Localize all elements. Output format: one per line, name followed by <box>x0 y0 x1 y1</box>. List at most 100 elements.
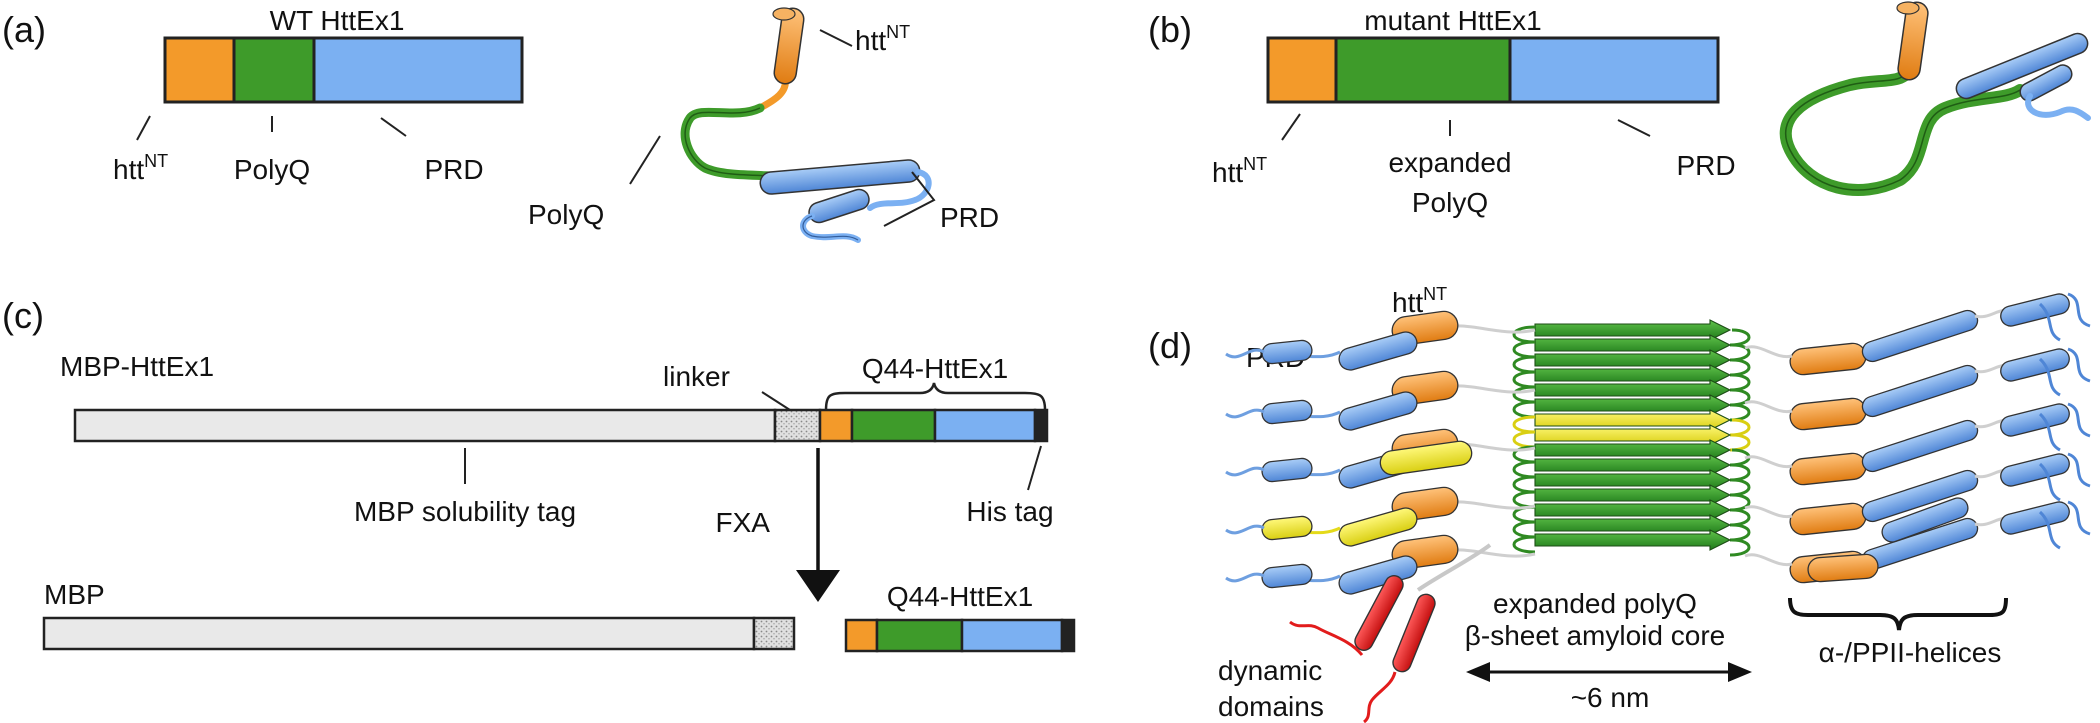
beta-turn <box>1512 340 1536 359</box>
coil <box>1225 348 1265 359</box>
beta-turn <box>1512 415 1536 434</box>
prd-helix <box>1881 497 1969 543</box>
panel-b-letter: (b) <box>1148 9 1192 50</box>
prd-helix <box>1261 563 1313 589</box>
coil <box>1225 466 1265 477</box>
width-label: ~6 nm <box>1571 682 1650 713</box>
q44-label: Q44-HttEx1 <box>862 353 1008 384</box>
core-label-line2: β-sheet amyloid core <box>1465 620 1725 651</box>
beta-strand <box>1534 514 1732 536</box>
httnt-helix <box>1789 342 1867 376</box>
panel-b-title: mutant HttEx1 <box>1364 5 1541 36</box>
beta-strand <box>1534 409 1732 431</box>
beta-strand <box>1534 454 1732 476</box>
panel-d: (d) httNT PRD dynamic domains expanded p… <box>1148 284 2091 723</box>
dynamic-label-line2: domains <box>1218 691 1324 722</box>
coil <box>1744 455 1793 469</box>
coil <box>2038 302 2061 342</box>
helices-label: α-/PPII-helices <box>1819 637 2002 668</box>
prd-segment <box>1508 36 1720 104</box>
coil <box>1744 505 1793 519</box>
coil <box>1744 345 1793 359</box>
coil <box>1744 553 1793 567</box>
construct-label: MBP-HttEx1 <box>60 351 214 382</box>
panel-b: (b) mutant HttEx1 httNT expanded PolyQ P… <box>1148 1 2091 218</box>
coil <box>2067 452 2091 488</box>
protease-label: FXA <box>716 507 771 538</box>
beta-strand <box>1534 529 1732 551</box>
panel-a-title: WT HttEx1 <box>270 5 405 36</box>
coil <box>2067 347 2091 383</box>
polyq-label-line2: PolyQ <box>1412 187 1488 218</box>
beta-strand <box>1534 319 1732 341</box>
mbp-httex1-construct <box>73 408 1049 443</box>
polyq-segment <box>850 408 937 443</box>
coil <box>2067 402 2091 438</box>
coil <box>1225 524 1265 535</box>
q44-product-label: Q44-HttEx1 <box>887 581 1033 612</box>
mutant-domain-bar <box>1266 36 1720 104</box>
coil <box>2038 357 2061 397</box>
beta-strand <box>1534 394 1732 416</box>
leader-line <box>136 115 151 141</box>
beta-strand <box>1534 484 1732 506</box>
width-arrowhead-left <box>1466 662 1490 682</box>
httnt-helix <box>1807 553 1879 583</box>
prd-helix <box>759 159 921 195</box>
httnt-label: httNT <box>1392 284 1447 318</box>
httnt-helix <box>773 7 805 85</box>
prd-helix <box>1261 457 1313 483</box>
prd-helix <box>1955 32 2089 100</box>
prd-segment <box>312 36 524 104</box>
prd-helix <box>1261 399 1313 425</box>
prd-label: PRD <box>424 154 483 185</box>
beta-turn <box>1512 475 1536 494</box>
mbp-tag-label: MBP solubility tag <box>354 496 576 527</box>
prd-helix <box>1338 391 1418 431</box>
q44-product <box>844 618 1076 653</box>
coil <box>2067 500 2091 536</box>
beta-strand <box>1534 349 1732 371</box>
prd-helix <box>1338 507 1418 547</box>
mbp-product <box>42 616 796 651</box>
beta-turn <box>1729 328 1751 347</box>
amyloid-core-strands <box>1512 319 1751 557</box>
httnt-segment <box>818 408 854 443</box>
dynamic-helix <box>1392 593 1436 673</box>
his-tag-label: His tag <box>966 496 1053 527</box>
his-tag-segment <box>1060 618 1076 653</box>
prd-helix <box>2000 293 2070 327</box>
httnt-helix <box>1789 452 1867 486</box>
prd-helix-short <box>2019 64 2073 102</box>
helices-brace <box>1788 597 2008 631</box>
polyq-segment <box>875 618 964 653</box>
flanking-helices <box>1225 292 2091 595</box>
beta-turn <box>1512 535 1536 554</box>
leader-line <box>1281 113 1301 141</box>
prd-helix <box>1338 555 1418 595</box>
prd-helix <box>1861 309 1979 363</box>
prd-helix <box>1861 419 1979 473</box>
panel-a: (a) WT HttEx1 httNT PolyQ PRD ht <box>2 5 999 243</box>
beta-turn <box>1512 520 1536 539</box>
beta-strand <box>1534 424 1732 446</box>
core-label-line1: expanded polyQ <box>1493 588 1697 619</box>
polyq-label-line1: expanded <box>1388 147 1511 178</box>
panel-c: (c) MBP-HttEx1 linker Q44-HttEx1 MBP sol… <box>2 295 1076 653</box>
httnt-segment <box>844 618 879 653</box>
prd-helix-short <box>808 188 870 224</box>
beta-turn <box>1512 355 1536 374</box>
q44-brace <box>824 382 1047 411</box>
mbp-label: MBP <box>44 579 105 610</box>
linker-coil <box>1416 543 1492 592</box>
beta-turn <box>1729 508 1751 527</box>
beta-turn <box>1512 400 1536 419</box>
httnt-helix <box>1789 502 1867 536</box>
httnt-helix <box>1789 397 1867 431</box>
leader-line <box>1027 445 1042 491</box>
prd-helix <box>2000 501 2070 535</box>
prd-helix <box>1338 331 1418 371</box>
beta-strand <box>1534 364 1732 386</box>
beta-turn <box>1729 433 1751 452</box>
prd-helix <box>1261 515 1313 541</box>
